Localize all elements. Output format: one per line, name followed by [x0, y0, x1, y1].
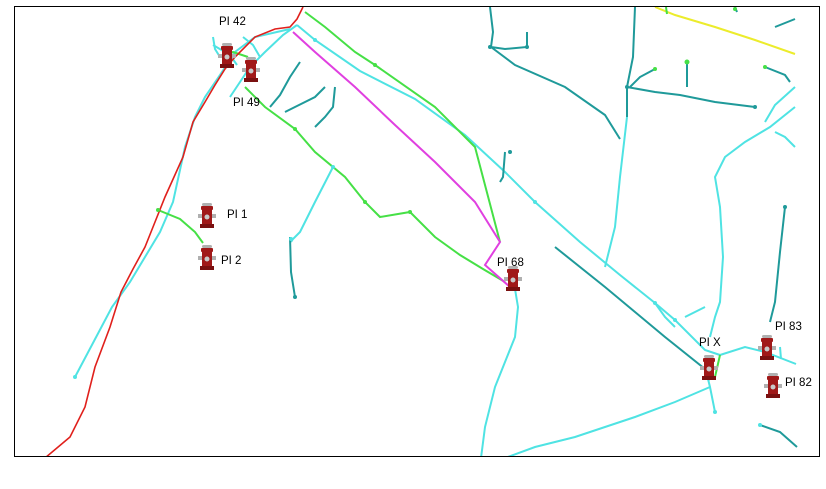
green-pipes	[157, 11, 721, 378]
hydrant-pi-1[interactable]: PI 1	[198, 203, 247, 228]
yellow-pipe	[654, 7, 796, 55]
map-canvas: PI 42 PI 49 PI 1 PI 2 PI 68 PI X PI 83	[46, 7, 812, 456]
hydrant-label: PI 83	[775, 321, 802, 333]
hydrant-pi-42[interactable]: PI 42	[218, 16, 246, 68]
magenta-pipe	[292, 31, 511, 288]
network-map[interactable]: PI 42 PI 49 PI 1 PI 2 PI 68 PI X PI 83	[14, 6, 820, 457]
pipe-nodes	[73, 7, 787, 427]
hydrant-pi-49[interactable]: PI 49	[233, 57, 260, 109]
hydrant-label: PI 49	[233, 97, 260, 109]
hydrant-pi-68[interactable]: PI 68	[497, 257, 524, 291]
hydrant-label: PI X	[699, 337, 721, 349]
hydrant-label: PI 1	[227, 209, 247, 221]
hydrant-label: PI 2	[221, 255, 241, 267]
hydrant-label: PI 42	[219, 16, 246, 28]
hydrants: PI 42 PI 49 PI 1 PI 2 PI 68 PI X PI 83	[198, 16, 812, 398]
hydrant-label: PI 82	[785, 377, 812, 389]
hydrant-pi-83[interactable]: PI 83	[758, 321, 802, 360]
teal-pipes	[269, 7, 798, 448]
hydrant-pi-x[interactable]: PI X	[699, 337, 721, 380]
hydrant-pi-2[interactable]: PI 2	[198, 245, 241, 270]
hydrant-pi-82[interactable]: PI 82	[764, 373, 812, 398]
hydrant-label: PI 68	[497, 257, 524, 269]
cyan-pipes	[74, 24, 797, 456]
red-pipe	[46, 7, 304, 456]
